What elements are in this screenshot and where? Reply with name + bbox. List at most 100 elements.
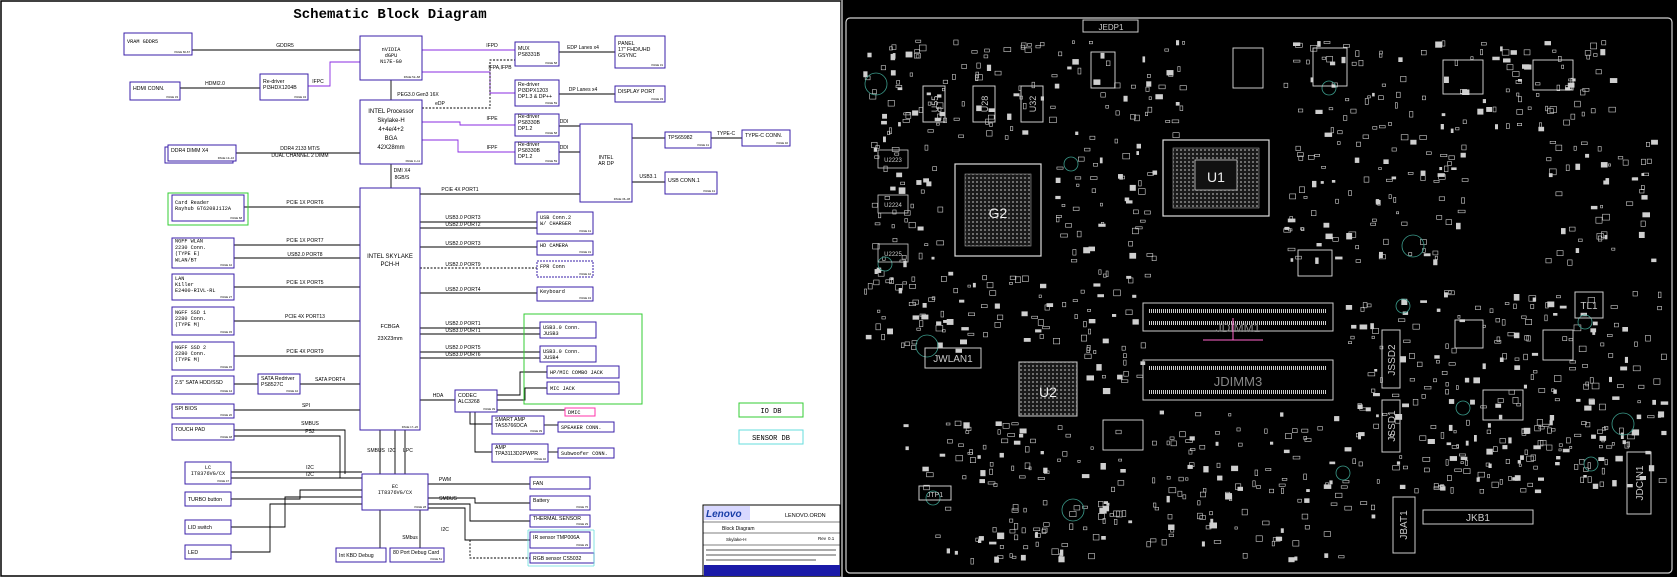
block-codec-line-2: ALC3268 <box>458 399 480 405</box>
group-sensor-db <box>527 529 595 567</box>
smd-pad <box>1538 388 1546 393</box>
block-panel-page: PAGE 31 <box>652 63 664 67</box>
smd-pad <box>1046 303 1054 308</box>
jkb1-label: JKB1 <box>1466 513 1490 524</box>
block-ssd1-line-3: (TYPE M) <box>175 322 200 328</box>
smd-pad <box>1300 227 1304 231</box>
smd-pad <box>1396 461 1401 465</box>
smd-pad <box>1450 128 1454 133</box>
smd-pad <box>1097 294 1104 298</box>
title-block: Lenovo LENOVO.ORDN Block Diagram Skylake… <box>702 504 841 577</box>
smd-pad <box>919 320 924 327</box>
smd-pad <box>1372 92 1375 97</box>
smd-pad <box>1371 335 1375 339</box>
smd-pad <box>1491 481 1499 488</box>
smd-pad <box>1367 95 1371 99</box>
block-dmic-line-1: DMIC <box>568 410 580 416</box>
smd-pad <box>1256 485 1261 489</box>
smd-pad <box>970 457 976 463</box>
smd-pad <box>1398 57 1403 62</box>
smd-pad <box>871 202 878 208</box>
block-smart-amp-line-2: TAS5766DCA <box>495 423 528 429</box>
ic-u55: U55 <box>922 85 946 123</box>
smd-pad <box>1379 125 1386 129</box>
smd-pad <box>1499 478 1503 485</box>
smd-pad <box>920 189 925 194</box>
smd-pad <box>1590 108 1596 114</box>
block-cpu-page: PAGE 3~11 <box>406 159 421 163</box>
smd-pad <box>1424 385 1432 390</box>
smd-pad <box>1086 344 1091 351</box>
smd-pad <box>1023 337 1031 342</box>
smd-pad <box>1049 116 1057 123</box>
smd-pad <box>1011 422 1019 426</box>
dimm-slot-jdimm3: JDIMM3 <box>1142 359 1334 401</box>
smd-pad <box>1535 82 1541 86</box>
block-fpr-conn-line-1: FPR Conn <box>540 264 565 270</box>
smd-pad <box>1295 255 1302 260</box>
smd-pad <box>1487 423 1491 428</box>
smd-pad <box>937 106 942 112</box>
smd-pad <box>1342 480 1350 484</box>
smd-pad <box>1492 56 1500 61</box>
signal-sata-p4: SATA PORT4 <box>315 377 345 383</box>
smd-pad <box>1565 164 1570 171</box>
smd-pad <box>1083 526 1088 531</box>
smd-pad <box>1602 427 1607 431</box>
block-smart-amp-line-1: SMART AMP <box>495 417 526 423</box>
block-hd-camera-page: PAGE 31 <box>580 250 592 254</box>
smd-pad <box>1555 144 1563 151</box>
smd-pad <box>1096 364 1102 371</box>
smd-pad <box>1111 313 1117 317</box>
signal-usb20-p3: USB2.0 PORT3 <box>445 241 480 247</box>
block-spi-bios-line-1: SPI BIOS <box>175 406 198 412</box>
smd-pad <box>1465 440 1469 446</box>
smd-pad <box>1600 162 1608 168</box>
smd-pad <box>1378 53 1383 58</box>
smd-pad <box>1381 83 1387 87</box>
smd-pad <box>1523 49 1531 56</box>
smd-pad <box>924 243 929 246</box>
smd-pad <box>1175 102 1180 106</box>
smd-pad <box>1009 553 1013 558</box>
smd-pad <box>1435 41 1443 48</box>
ic-outline <box>1102 419 1144 451</box>
ic-outline <box>1297 249 1333 277</box>
legend-io-db: IO DB <box>760 408 781 416</box>
smd-pad <box>978 539 982 543</box>
smd-pad <box>1060 549 1064 556</box>
smd-pad <box>1225 493 1232 500</box>
smd-pad <box>967 451 973 455</box>
smd-pad <box>1527 106 1532 110</box>
signal-ps2: PS2 <box>305 429 315 435</box>
smd-pad <box>1570 113 1576 120</box>
smd-pad <box>1362 134 1369 139</box>
block-ddr4-line-1: DDR4 DIMM X4 <box>171 148 208 154</box>
smd-pad <box>1087 308 1091 312</box>
smd-pad <box>1495 318 1501 323</box>
connector-jtp1: JTP1 <box>918 485 952 501</box>
smd-pad <box>1592 321 1598 326</box>
smd-pad <box>1303 473 1307 480</box>
smd-pad <box>1301 513 1309 520</box>
block-spi-bios: SPI BIOS PAGE 20 <box>171 403 235 419</box>
smd-pad <box>1401 221 1408 226</box>
smd-pad <box>1072 249 1077 256</box>
smd-pad <box>1195 412 1202 417</box>
smd-pad <box>1402 465 1408 470</box>
signal-pcie4x-p13: PCIE 4X PORT13 <box>285 314 325 320</box>
smd-pad <box>1364 98 1369 105</box>
smd-pad <box>1639 475 1646 480</box>
smd-pad <box>1645 450 1651 455</box>
smd-pad <box>1658 478 1667 483</box>
block-typec-conn: TYPE-C CONN.PAGE 40 <box>741 129 791 147</box>
smd-pad <box>1551 428 1556 432</box>
smd-pad <box>1021 311 1028 317</box>
smd-pad <box>1363 176 1370 183</box>
block-spi-bios-page: PAGE 20 <box>221 413 233 417</box>
smd-pad <box>1512 71 1520 77</box>
smd-pad <box>1518 463 1522 467</box>
